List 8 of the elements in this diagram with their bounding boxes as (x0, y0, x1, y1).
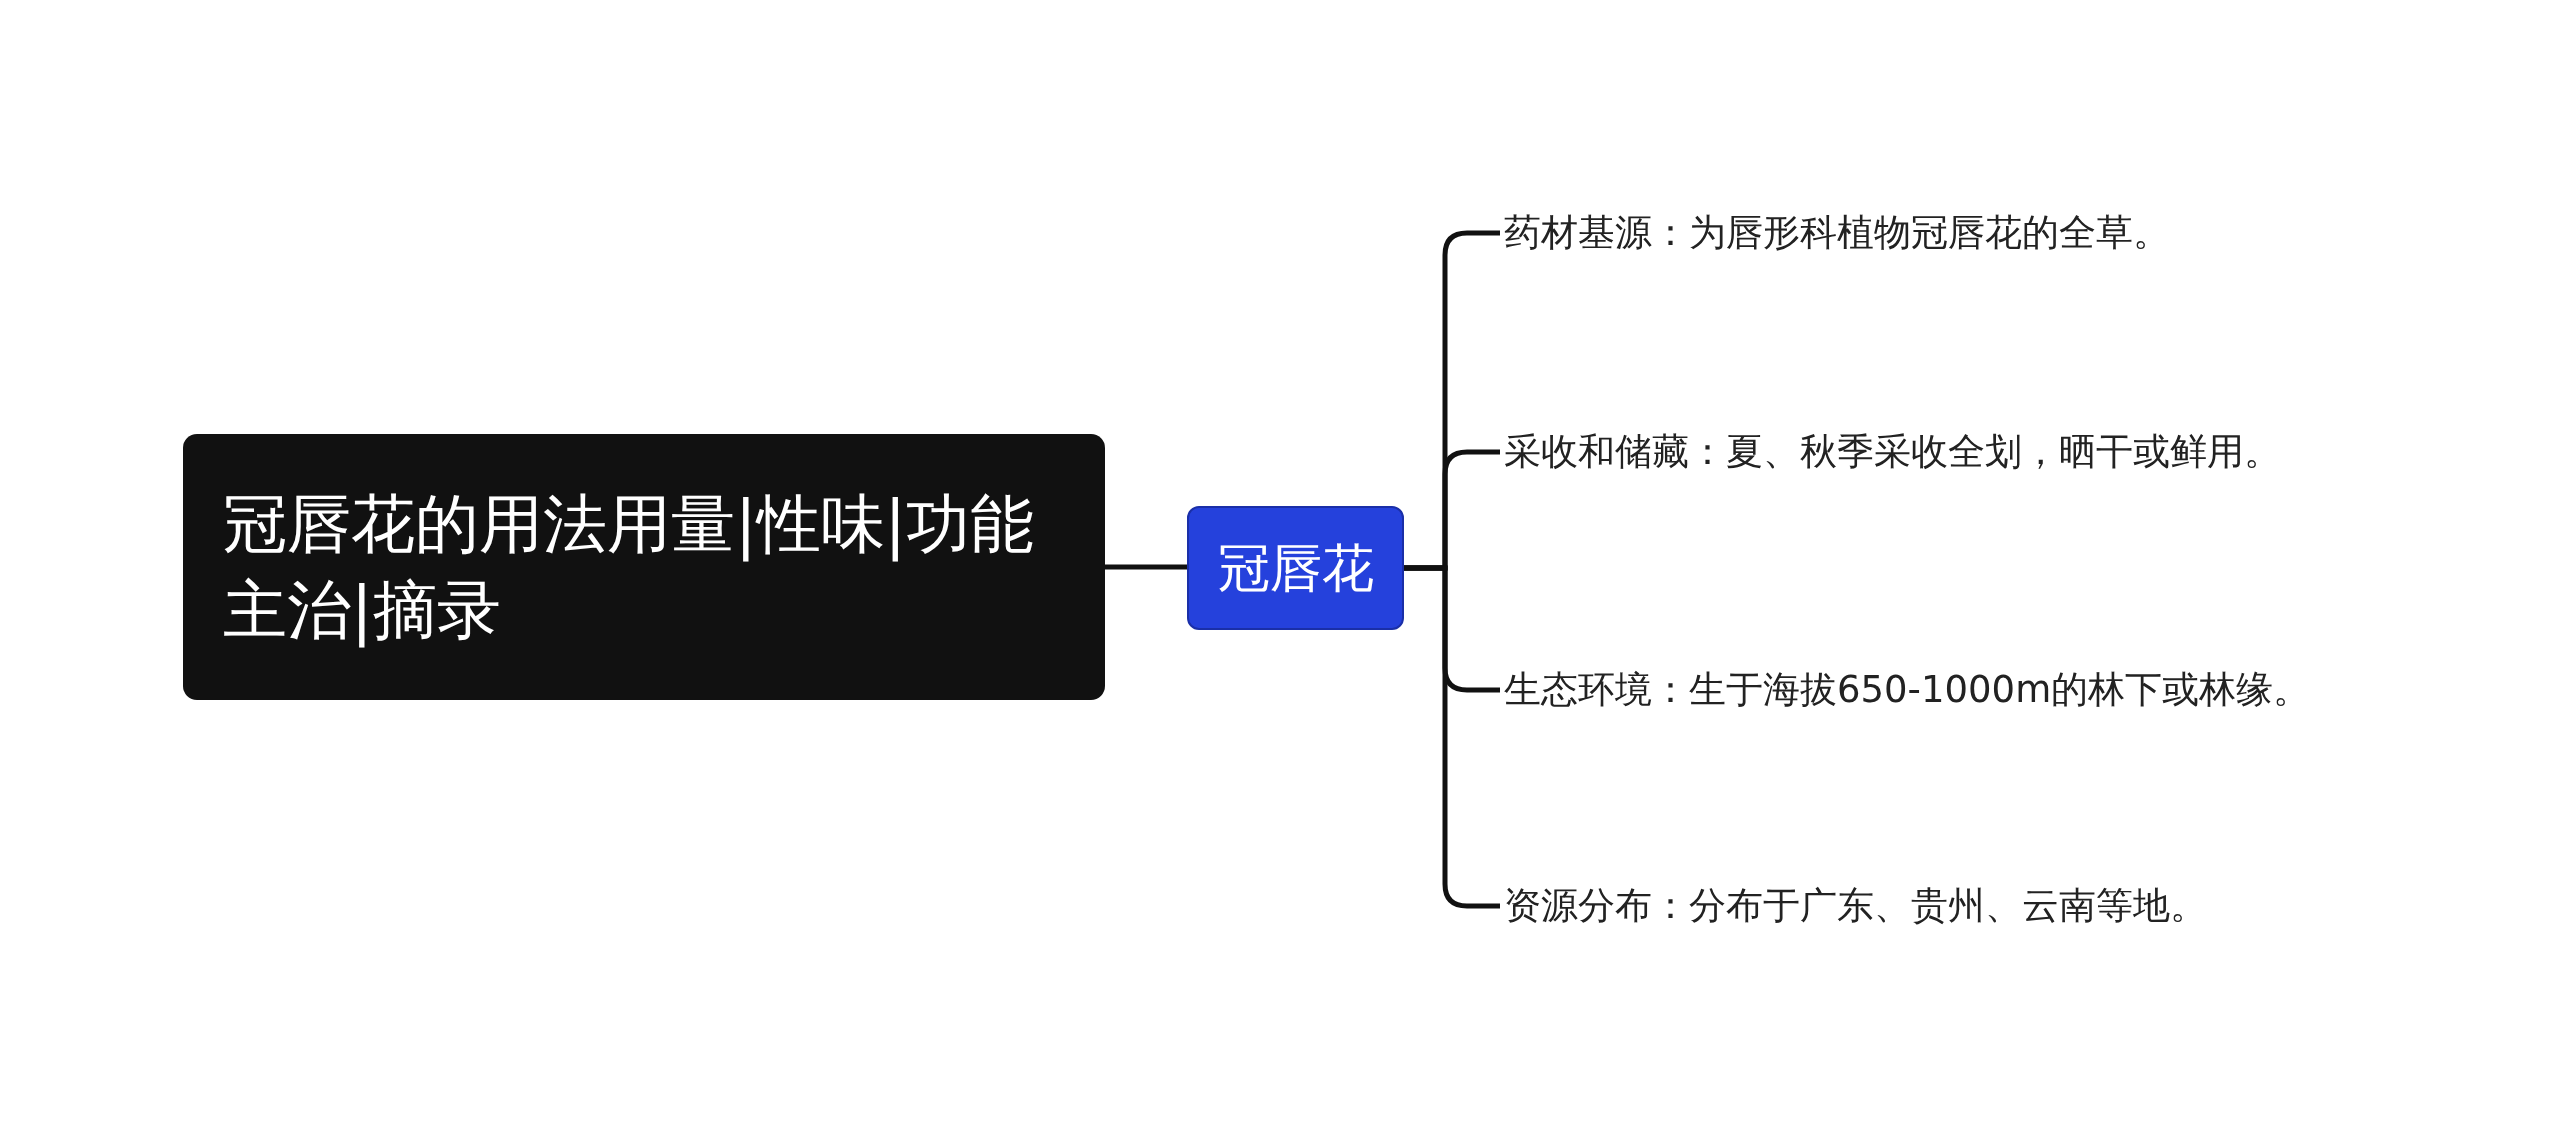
branch-text: 生态环境：生于海拔650-1000m的林下或林缘。 (1500, 662, 2380, 718)
connector-line (1404, 565, 1500, 909)
connector-line (1105, 564, 1187, 570)
topic-box: 冠唇花的用法用量|性味|功能主治|摘录 (183, 434, 1105, 700)
branch-text: 采收和储藏：夏、秋季采收全划，晒干或鲜用。 (1500, 424, 2380, 480)
subtopic-box: 冠唇花 (1187, 506, 1404, 630)
branch-text: 药材基源：为唇形科植物冠唇花的全草。 (1500, 205, 2380, 261)
branch-text: 资源分布：分布于广东、贵州、云南等地。 (1500, 878, 2380, 934)
